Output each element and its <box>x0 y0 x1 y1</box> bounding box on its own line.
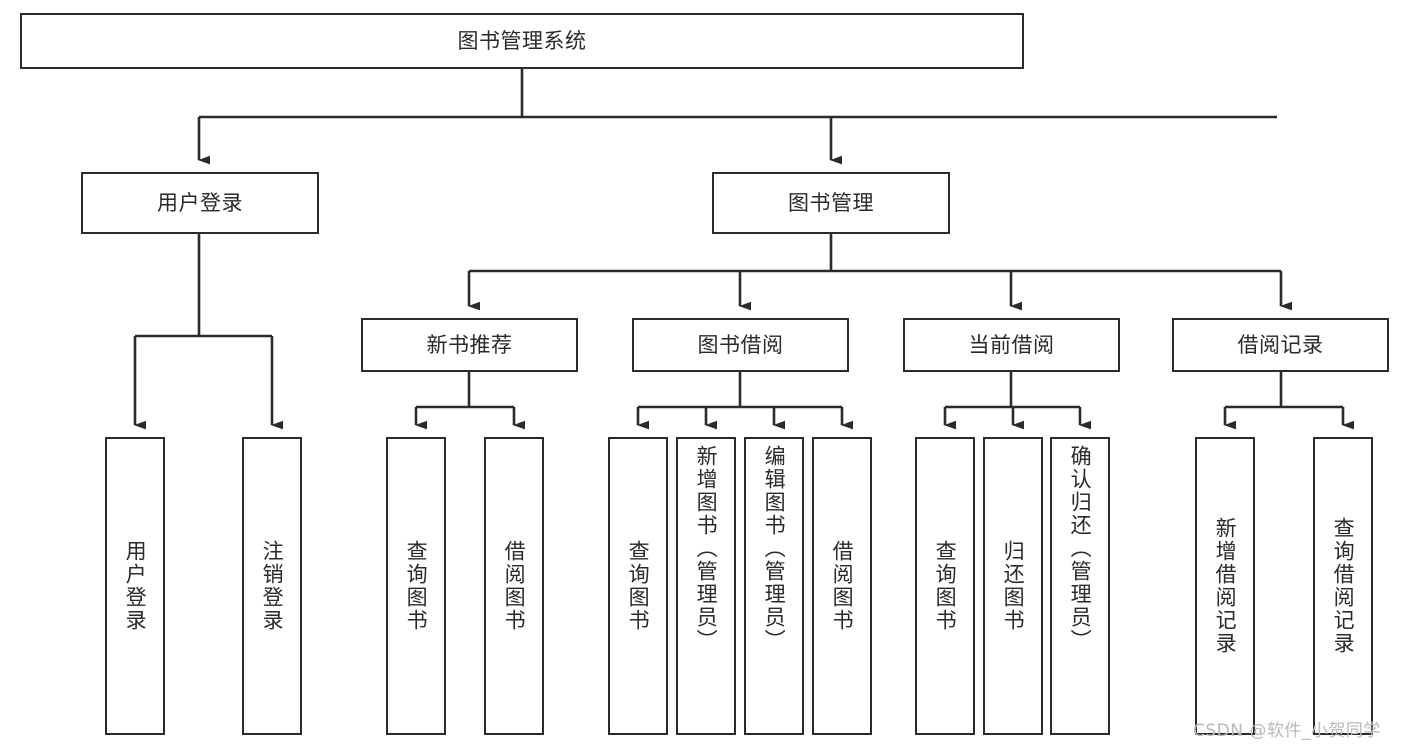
leaf-records-add[interactable]: 新增借阅记录 <box>1195 437 1255 735</box>
leaf-records-add-label: 新增借阅记录 <box>1213 517 1238 655</box>
leaf-current-return-label: 归还图书 <box>1001 540 1026 632</box>
leaf-borrow-borrow-book[interactable]: 借阅图书 <box>812 437 872 735</box>
leaf-borrow-borrow-book-label: 借阅图书 <box>830 540 855 632</box>
node-book-management-label: 图书管理 <box>788 190 874 215</box>
leaf-user-logout-label: 注销登录 <box>260 540 285 632</box>
leaf-borrow-add-admin[interactable]: 新增图书（管理员） <box>676 437 736 735</box>
node-book-borrow[interactable]: 图书借阅 <box>632 318 849 372</box>
leaf-current-confirm-admin[interactable]: 确认归还（管理员） <box>1050 437 1110 735</box>
leaf-newbook-borrow[interactable]: 借阅图书 <box>484 437 544 735</box>
node-book-management[interactable]: 图书管理 <box>712 172 950 234</box>
leaf-borrow-edit-admin-label: 编辑图书（管理员） <box>762 445 787 652</box>
node-current-borrow-label: 当前借阅 <box>968 332 1055 357</box>
leaf-borrow-edit-admin[interactable]: 编辑图书（管理员） <box>744 437 804 735</box>
leaf-newbook-query[interactable]: 查询图书 <box>386 437 446 735</box>
node-new-book-recommend-label: 新书推荐 <box>426 332 513 357</box>
node-user-login-label: 用户登录 <box>157 190 243 215</box>
leaf-records-query-label: 查询借阅记录 <box>1331 517 1356 655</box>
leaf-user-logout[interactable]: 注销登录 <box>242 437 302 735</box>
leaf-borrow-add-admin-label: 新增图书（管理员） <box>694 445 719 652</box>
node-borrow-records-label: 借阅记录 <box>1237 332 1324 357</box>
node-root[interactable]: 图书管理系统 <box>20 13 1024 69</box>
leaf-newbook-query-label: 查询图书 <box>404 540 429 632</box>
leaf-user-login[interactable]: 用户登录 <box>105 437 165 735</box>
node-user-login[interactable]: 用户登录 <box>81 172 319 234</box>
node-current-borrow[interactable]: 当前借阅 <box>903 318 1120 372</box>
node-root-label: 图书管理系统 <box>457 28 587 53</box>
leaf-current-query[interactable]: 查询图书 <box>915 437 975 735</box>
csdn-watermark: CSDN @软件_小贺同学 <box>1193 721 1381 741</box>
leaf-borrow-query-label: 查询图书 <box>626 540 651 632</box>
leaf-newbook-borrow-label: 借阅图书 <box>502 540 527 632</box>
leaf-current-confirm-admin-label: 确认归还（管理员） <box>1068 445 1093 652</box>
node-new-book-recommend[interactable]: 新书推荐 <box>361 318 578 372</box>
leaf-current-query-label: 查询图书 <box>933 540 958 632</box>
leaf-user-login-label: 用户登录 <box>123 540 148 632</box>
node-borrow-records[interactable]: 借阅记录 <box>1172 318 1389 372</box>
leaf-current-return[interactable]: 归还图书 <box>983 437 1043 735</box>
leaf-borrow-query[interactable]: 查询图书 <box>608 437 668 735</box>
leaf-records-query[interactable]: 查询借阅记录 <box>1313 437 1373 735</box>
node-book-borrow-label: 图书借阅 <box>697 332 784 357</box>
